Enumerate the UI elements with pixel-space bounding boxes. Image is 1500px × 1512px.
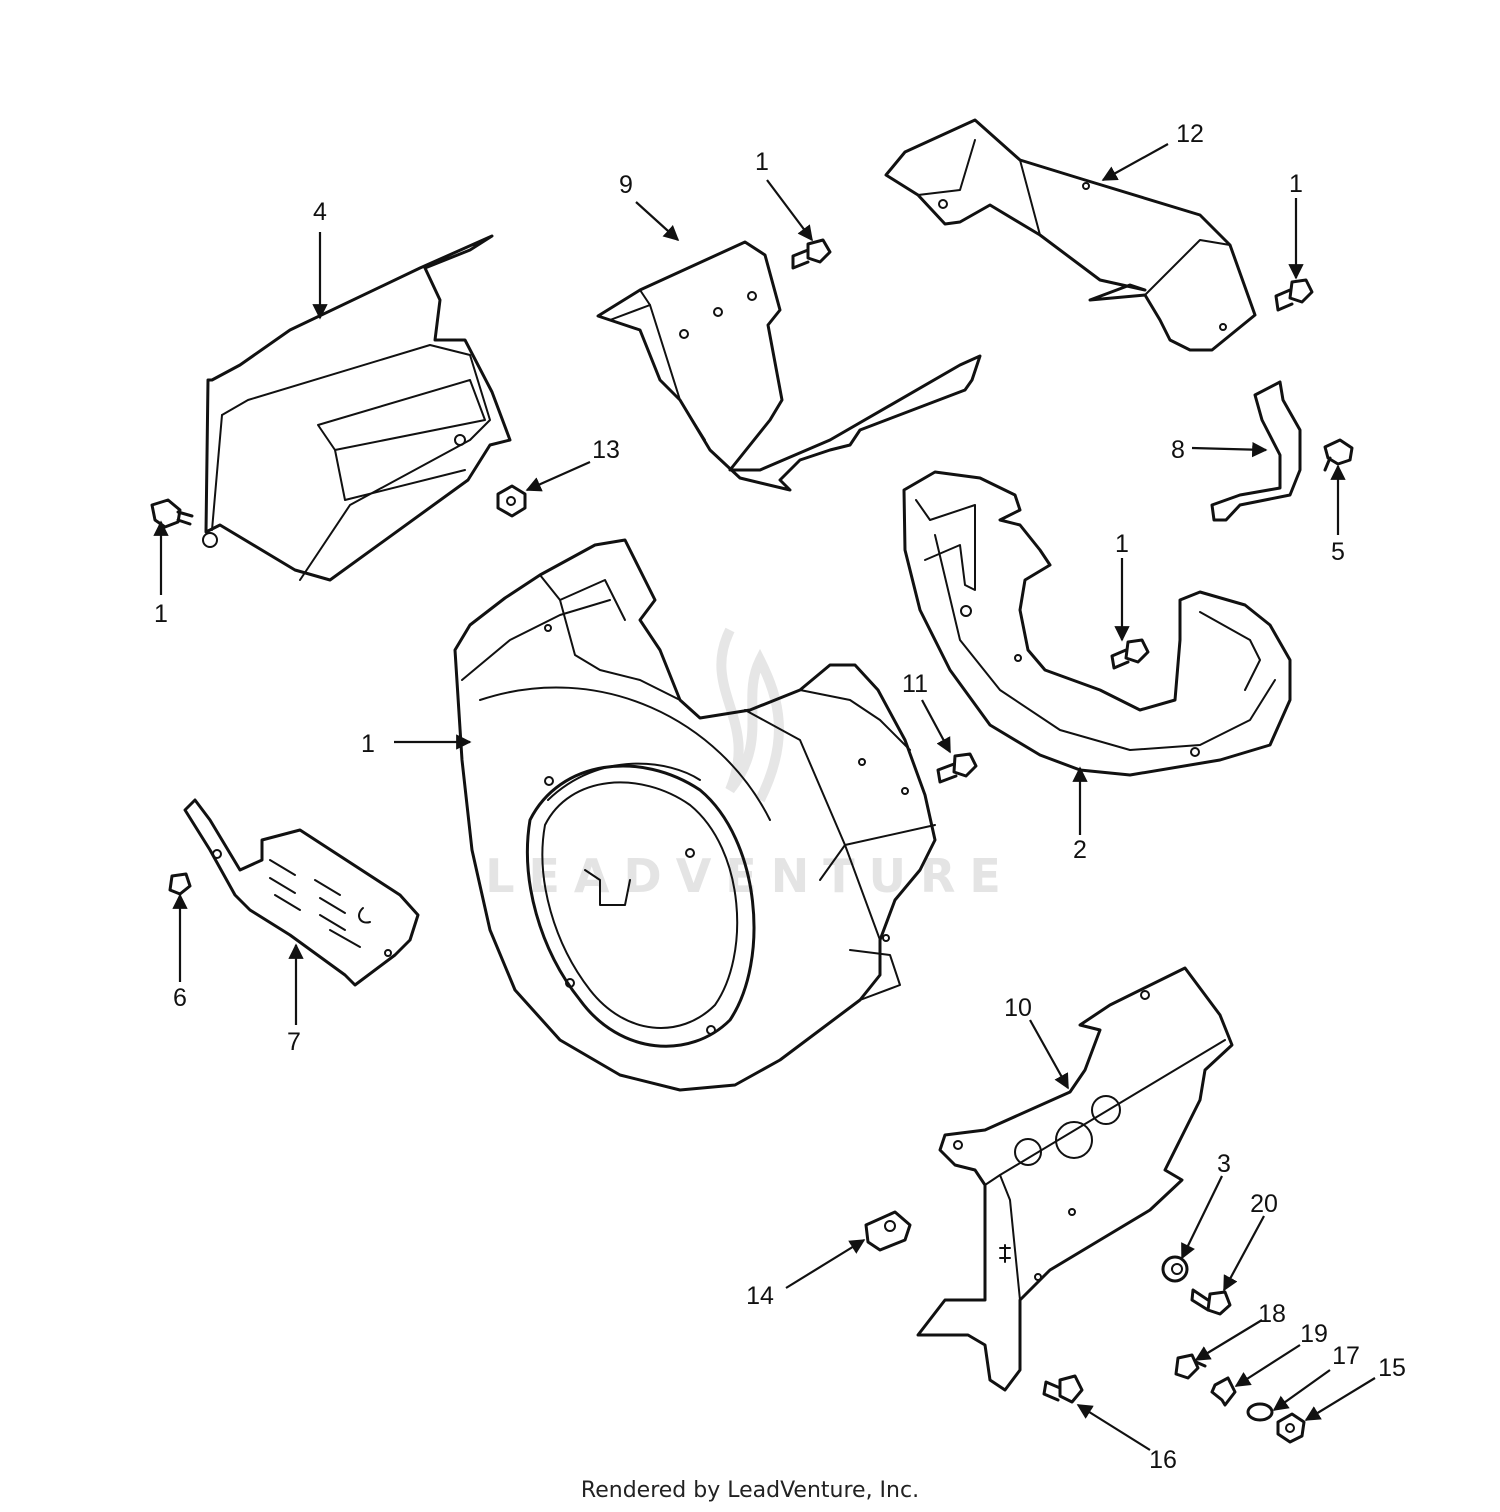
callout-12: 12 bbox=[1176, 120, 1204, 148]
baffle-part-6 bbox=[902, 470, 1292, 777]
callout-10: 7 bbox=[287, 1028, 301, 1056]
washer-icon bbox=[1161, 1255, 1189, 1283]
nut-icon bbox=[496, 484, 527, 518]
callout-1: 1 bbox=[154, 600, 168, 628]
bolt-icon bbox=[150, 498, 194, 529]
callout-14: 20 bbox=[1250, 1190, 1278, 1218]
callout-4: 4 bbox=[313, 198, 327, 226]
callout-13: 13 bbox=[592, 436, 620, 464]
callout-1: 1 bbox=[1115, 530, 1129, 558]
blower-housing-part-11 bbox=[453, 538, 937, 1092]
callout-1: 1 bbox=[1289, 170, 1303, 198]
plate-part-3 bbox=[916, 966, 1234, 1392]
bolt-icon bbox=[936, 752, 978, 784]
watermark-logo bbox=[716, 627, 784, 803]
callout-1: 16 bbox=[1149, 1446, 1177, 1474]
guard-part-10 bbox=[183, 798, 420, 987]
bolt-icon bbox=[1042, 1374, 1084, 1404]
callout-11: 1 bbox=[361, 730, 375, 758]
callout-6: 2 bbox=[1073, 836, 1087, 864]
callout-9: 9 bbox=[619, 171, 633, 199]
clip-icon bbox=[1210, 1376, 1237, 1407]
callout-2: 11 bbox=[902, 670, 928, 698]
nut-icon bbox=[1276, 1412, 1306, 1444]
shroud-part-4 bbox=[202, 234, 512, 582]
bolt-icon bbox=[1190, 1288, 1232, 1316]
grommet-icon bbox=[864, 1210, 912, 1252]
callout-1: 1 bbox=[755, 148, 769, 176]
bolt-icon bbox=[1174, 1353, 1207, 1380]
callout-7: 6 bbox=[173, 984, 187, 1012]
bracket-part-8 bbox=[1210, 380, 1302, 522]
callout-18: 14 bbox=[746, 1282, 774, 1310]
leader-lines bbox=[153, 143, 1376, 1451]
callout-17: 19 bbox=[1300, 1320, 1328, 1348]
washer-icon bbox=[1246, 1402, 1274, 1422]
callout-20: 3 bbox=[1217, 1150, 1231, 1178]
shroud-part-9 bbox=[596, 240, 982, 492]
bolt-icon bbox=[168, 872, 192, 896]
bolt-icon bbox=[791, 238, 832, 270]
callout-5: 5 bbox=[1331, 538, 1345, 566]
callout-19: 18 bbox=[1258, 1300, 1286, 1328]
callout-3: 10 bbox=[1004, 994, 1032, 1022]
bolt-icon bbox=[1110, 638, 1150, 670]
callout-16: 15 bbox=[1378, 1354, 1406, 1382]
watermark-text: LEADVENTURE bbox=[485, 849, 1015, 903]
footer-credit: Rendered by LeadVenture, Inc. bbox=[580, 1478, 920, 1503]
bolt-icon bbox=[1323, 438, 1354, 472]
callout-8: 8 bbox=[1171, 436, 1185, 464]
callout-15: 17 bbox=[1332, 1342, 1360, 1370]
bolt-icon bbox=[1274, 278, 1314, 312]
shroud-part-12 bbox=[884, 118, 1257, 352]
